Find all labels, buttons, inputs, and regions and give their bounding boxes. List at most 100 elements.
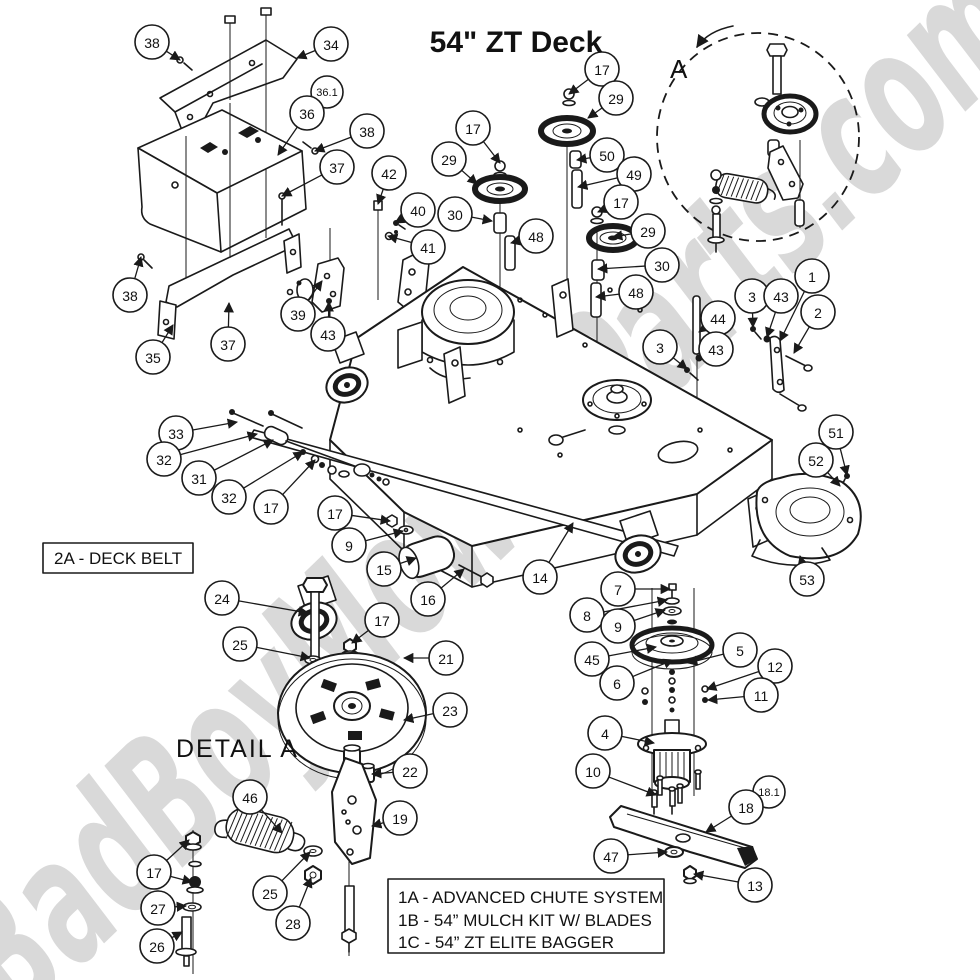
callout-11-1: 11	[743, 677, 779, 713]
callout-23-1: 23	[432, 692, 468, 728]
leader-18-1	[705, 815, 732, 833]
callout-41-1: 41	[410, 229, 446, 265]
svg-text:21: 21	[438, 651, 454, 667]
svg-text:22: 22	[402, 764, 418, 780]
callout-34-1: 34	[313, 26, 349, 62]
svg-text:41: 41	[420, 240, 436, 256]
leader-2-1	[793, 326, 810, 354]
svg-text:10: 10	[585, 764, 601, 780]
callout-47-1: 47	[593, 838, 629, 874]
callout-12-1: 12	[757, 648, 793, 684]
svg-text:2: 2	[814, 305, 822, 321]
svg-text:11: 11	[754, 688, 769, 704]
svg-text:52: 52	[808, 453, 824, 469]
svg-text:29: 29	[441, 152, 457, 168]
svg-text:42: 42	[381, 166, 397, 182]
svg-text:37: 37	[329, 160, 345, 176]
callout-39-1: 39	[280, 296, 316, 332]
svg-text:4: 4	[601, 726, 609, 742]
callout-21-1: 21	[428, 640, 464, 676]
leader-33-1	[192, 418, 239, 431]
callout-33-1: 33	[158, 415, 194, 451]
callout-4-1: 4	[587, 715, 623, 751]
callout-16-1: 16	[410, 581, 446, 617]
callout-26-1: 26	[139, 928, 175, 964]
svg-text:32: 32	[221, 490, 237, 506]
callout-38-2: 38	[349, 113, 385, 149]
leader-9-1	[365, 528, 405, 542]
leader-17-2	[482, 141, 501, 164]
svg-text:27: 27	[150, 901, 166, 917]
leader-16-1	[440, 568, 465, 589]
leader-15-1	[399, 556, 417, 566]
svg-text:43: 43	[708, 342, 724, 358]
leader-44-1	[698, 322, 710, 333]
svg-text:19: 19	[392, 811, 408, 827]
leader-17-4	[282, 459, 316, 496]
callout-43-3: 43	[698, 331, 734, 367]
callout-37-1: 37	[319, 149, 355, 185]
leader-17-7-2	[170, 874, 194, 885]
leader-29-1	[587, 107, 603, 119]
leader-28-1	[298, 877, 313, 908]
svg-text:7: 7	[614, 582, 622, 598]
right-hardware	[684, 295, 850, 492]
svg-text:34: 34	[323, 37, 339, 53]
leader-47-1	[627, 847, 669, 858]
svg-text:18: 18	[738, 800, 754, 816]
callout-17-2: 17	[455, 110, 491, 146]
leader-35-1	[161, 324, 174, 343]
svg-text:43: 43	[320, 327, 336, 343]
leader-29-2	[461, 169, 478, 185]
svg-text:3: 3	[656, 340, 664, 356]
callout-53-1: 53	[789, 561, 825, 597]
callout-9-2: 9	[600, 608, 636, 644]
callout-31-1: 31	[181, 460, 217, 496]
chute-bracket-assembly	[159, 7, 319, 238]
svg-text:1: 1	[808, 269, 816, 285]
leader-32-1	[180, 431, 259, 456]
leader-17-7	[166, 839, 190, 862]
svg-text:17: 17	[146, 865, 162, 881]
svg-text:16: 16	[420, 592, 436, 608]
callout-14-1: 14	[522, 559, 558, 595]
leader-10-1	[608, 776, 657, 797]
leader-42-1	[376, 188, 387, 205]
leader-13-1	[692, 870, 739, 883]
svg-text:45: 45	[584, 652, 600, 668]
callout-22-1: 22	[392, 753, 428, 789]
callout-3-2: 3	[642, 329, 678, 365]
svg-text:38: 38	[122, 288, 138, 304]
callout-42-1: 42	[371, 155, 407, 191]
leader-29-3	[611, 230, 632, 241]
svg-text:43: 43	[773, 289, 789, 305]
callout-25-2: 25	[252, 875, 288, 911]
callout-36-1: 36	[289, 95, 325, 131]
callout-28-1: 28	[275, 905, 311, 941]
svg-text:33: 33	[168, 426, 184, 442]
callout-43-1: 43	[310, 316, 346, 352]
svg-text:15: 15	[376, 562, 392, 578]
leader-9-2	[633, 608, 666, 622]
svg-text:9: 9	[614, 619, 622, 635]
svg-text:37: 37	[220, 337, 236, 353]
leader-3-2	[672, 357, 688, 370]
callout-13-1: 13	[737, 867, 773, 903]
option-1b: 1B - 54” MULCH KIT W/ BLADES	[398, 911, 652, 930]
svg-text:25: 25	[232, 637, 248, 653]
callout-50-1: 50	[589, 137, 625, 173]
callout-51-1: 51	[818, 414, 854, 450]
callout-17-6: 17	[364, 602, 400, 638]
deck-belt-label: 2A - DECK BELT	[54, 549, 182, 568]
callout-48-2: 48	[618, 274, 654, 310]
bottom-spindle-assembly	[629, 583, 715, 815]
svg-text:17: 17	[263, 500, 279, 516]
svg-text:14: 14	[532, 570, 548, 586]
svg-text:26: 26	[149, 939, 165, 955]
svg-text:50: 50	[599, 148, 615, 164]
callout-17-4: 17	[253, 489, 289, 525]
svg-text:24: 24	[214, 591, 230, 607]
callout-25-1: 25	[222, 626, 258, 662]
callout-30-1: 30	[437, 196, 473, 232]
diagram-lineart	[137, 7, 862, 974]
